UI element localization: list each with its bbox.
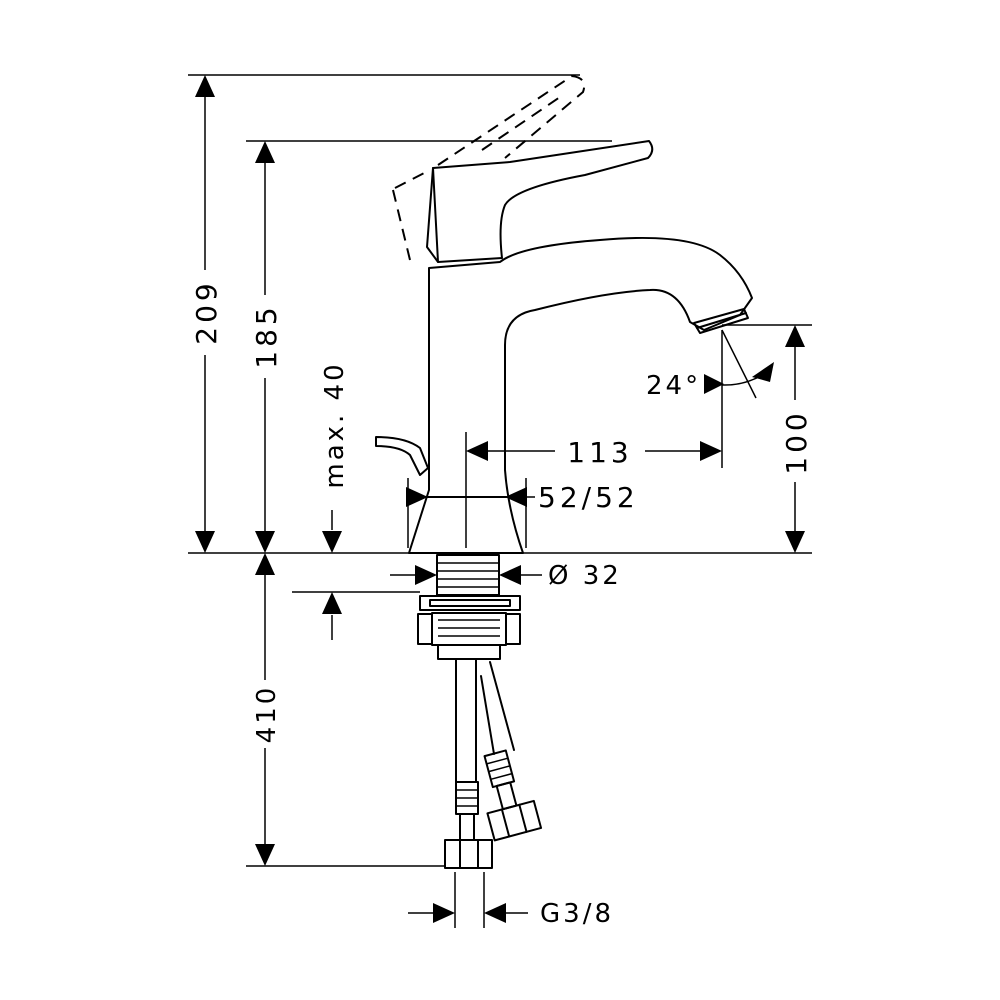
label-410: 410	[252, 685, 282, 744]
label-113: 113	[567, 436, 632, 469]
aerator	[693, 308, 749, 334]
label-max-40: max. 40	[320, 361, 350, 488]
dimension-labels: 209 185 max. 40 410 100 113 52/52 Ø 32 2…	[190, 279, 813, 929]
popup-rod	[375, 436, 429, 476]
lever-handle	[426, 140, 654, 263]
label-209: 209	[190, 279, 223, 344]
body-outline	[408, 236, 753, 554]
lever-open-position	[392, 74, 586, 261]
dimension-arrows	[195, 75, 805, 923]
label-52-52: 52/52	[538, 481, 639, 514]
label-100: 100	[780, 409, 813, 474]
label-diameter-32: Ø 32	[548, 561, 622, 591]
label-24-degrees: 24°	[646, 371, 701, 401]
mounting-shank	[417, 554, 521, 660]
dimension-lines	[204, 95, 796, 914]
label-g3-8: G3/8	[540, 899, 614, 929]
supply-hoses	[444, 659, 543, 869]
label-185: 185	[250, 303, 283, 368]
